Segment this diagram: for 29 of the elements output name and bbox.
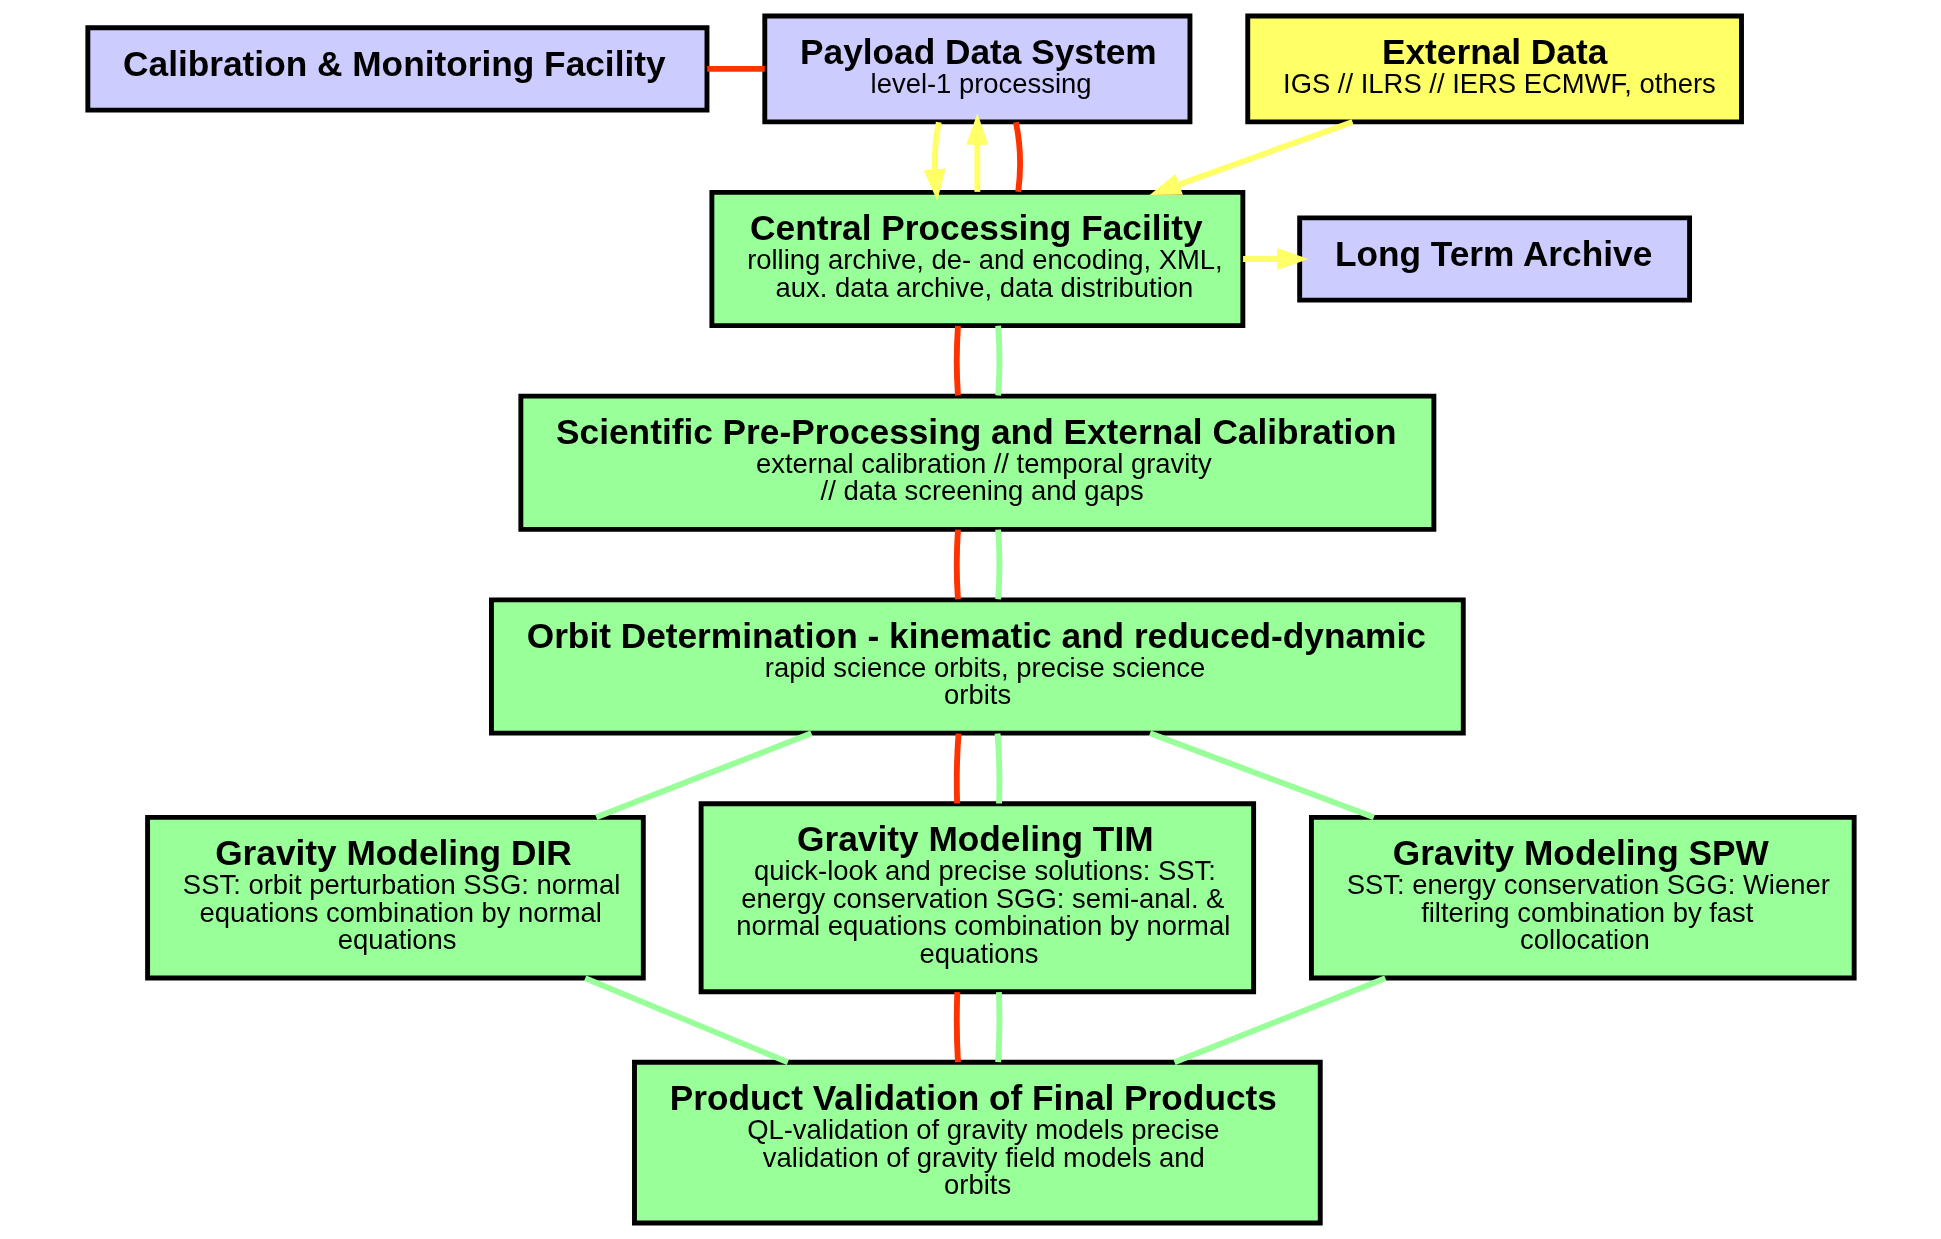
node-box: Gravity Modeling DIR SST: orbit perturbation SSG: normal equations combination by normal equations: [144, 814, 646, 981]
connector: [1172, 975, 1386, 1065]
node-box: Orbit Determination - kinematic and reduced-dynamic rapid science orbits, precise science orbits: [488, 597, 1466, 736]
connector: [953, 325, 961, 396]
connector: [953, 529, 961, 600]
node-box: Calibration & Monitoring Facility: [84, 25, 709, 113]
connector: [953, 733, 961, 804]
arrow: [1149, 119, 1354, 196]
arrow: [1242, 248, 1308, 270]
connector: [994, 992, 1002, 1063]
connector: [594, 730, 812, 821]
node-box: Long Term Archive: [1296, 215, 1692, 303]
connector: [994, 733, 1002, 804]
node-box: Product Validation of Final Products QL-validation of gravity models precise validation of gravity field models and orbits: [631, 1059, 1323, 1226]
node-box: Scientific Pre-Processing and External Calibration external calibration // temporal gravity // data screening and gaps: [517, 393, 1436, 532]
arrow: [923, 121, 946, 201]
connector: [706, 66, 765, 72]
node-box: Gravity Modeling SPW SST: energy conservation SGG: Wiener filtering combination by fast collocation: [1308, 814, 1857, 981]
connector: [1148, 730, 1375, 821]
connector: [1012, 121, 1023, 193]
node-box: Central Processing Facility rolling archive, de- and encoding, XML, aux. data archive, data distribution: [708, 189, 1245, 329]
connector: [583, 975, 789, 1065]
node-box: External Data IGS // ILRS // IERS ECMWF, others: [1244, 13, 1744, 125]
connector: [994, 325, 1002, 396]
node-box: Payload Data System level-1 processing: [761, 13, 1192, 125]
connector: [994, 529, 1002, 600]
connector: [953, 992, 961, 1063]
node-box: Gravity Modeling TIM quick-look and precise solutions: SST: energy conservation SGG: semi-anal. & normal equations combination by normal equations: [698, 801, 1256, 995]
arrow: [965, 113, 988, 192]
